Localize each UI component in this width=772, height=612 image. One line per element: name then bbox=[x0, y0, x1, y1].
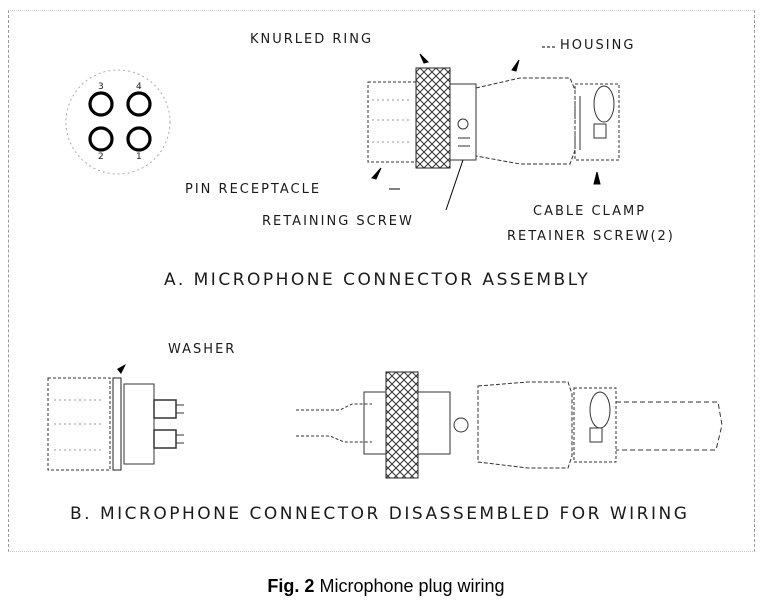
pin-number-4: 4 bbox=[136, 82, 142, 92]
plug-disassembled bbox=[296, 371, 723, 479]
knurled-ring-b bbox=[385, 371, 419, 479]
leader-lines-a bbox=[371, 46, 601, 211]
pin-4 bbox=[126, 91, 152, 117]
label-washer: WASHER bbox=[168, 342, 237, 357]
label-retainer-screw: RETAINER SCREW(2) bbox=[507, 229, 675, 244]
pin-3 bbox=[88, 91, 114, 117]
knurled-ring bbox=[415, 67, 451, 169]
section-a-title: A. MICROPHONE CONNECTOR ASSEMBLY bbox=[164, 270, 591, 290]
section-b-title: B. MICROPHONE CONNECTOR DISASSEMBLED FOR… bbox=[70, 504, 690, 524]
figure-caption: Fig. 2 Microphone plug wiring bbox=[0, 576, 772, 597]
label-housing: HOUSING bbox=[560, 38, 636, 53]
pin-2 bbox=[88, 126, 114, 152]
pin-number-3: 3 bbox=[98, 82, 104, 92]
label-cable-clamp: CABLE CLAMP bbox=[533, 204, 647, 219]
washer-arrow bbox=[117, 364, 126, 374]
pin-number-2: 2 bbox=[98, 152, 104, 162]
figure-frame bbox=[8, 10, 755, 552]
caption-figure-number: Fig. 2 bbox=[267, 576, 315, 596]
washer bbox=[112, 377, 122, 471]
pin-face-end-view bbox=[65, 69, 171, 175]
pin-number-1: 1 bbox=[136, 152, 142, 162]
label-pin-receptacle: PIN RECEPTACLE bbox=[185, 182, 322, 197]
pin-1 bbox=[126, 126, 152, 152]
receptacle-disassembled bbox=[47, 377, 184, 471]
assembled-connector bbox=[367, 67, 620, 169]
caption-text: Microphone plug wiring bbox=[319, 576, 505, 596]
label-knurled-ring: KNURLED RING bbox=[250, 32, 374, 47]
label-retaining-screw: RETAINING SCREW bbox=[262, 214, 414, 229]
